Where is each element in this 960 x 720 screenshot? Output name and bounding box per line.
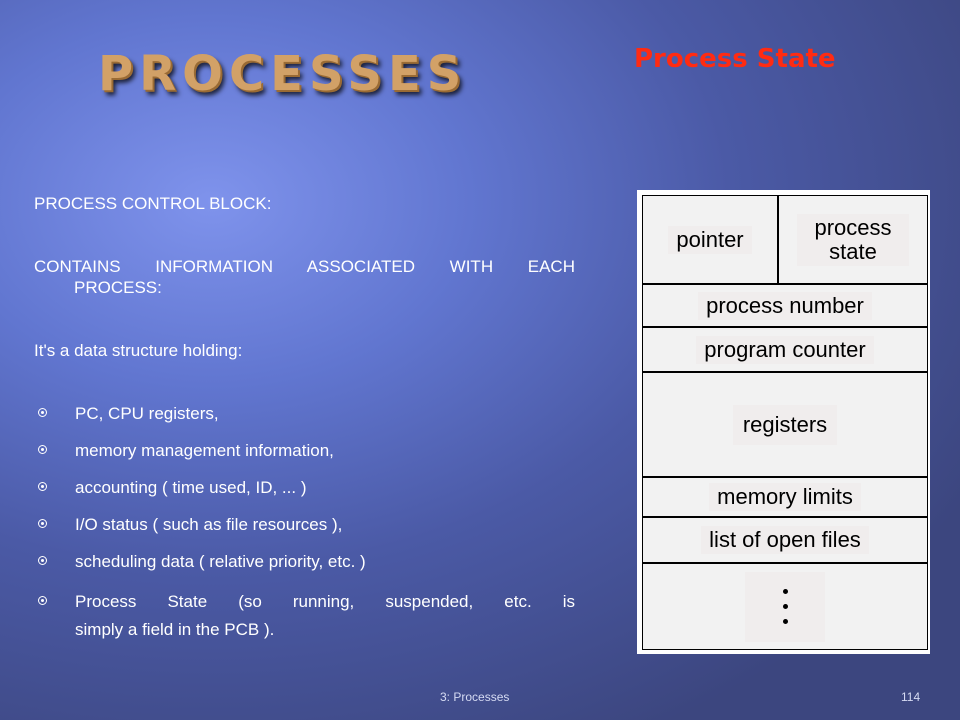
pcb-cell-pointer: pointer bbox=[643, 196, 779, 283]
pcb-heading: PROCESS CONTROL BLOCK: bbox=[34, 194, 272, 213]
bullet-text-line-2: simply a field in the PCB ). bbox=[75, 620, 275, 639]
bullet-icon bbox=[38, 408, 47, 417]
slide-title: PROCESSES bbox=[98, 46, 468, 102]
list-item: I/O status ( such as file resources ), bbox=[34, 514, 575, 535]
list-item: PC, CPU registers, bbox=[34, 403, 575, 424]
contains-line-1: CONTAINS INFORMATION ASSOCIATED WITH EAC… bbox=[34, 257, 575, 276]
list-item: scheduling data ( relative priority, etc… bbox=[34, 551, 575, 572]
pcb-row-registers: registers bbox=[643, 373, 927, 478]
pointer-label: pointer bbox=[668, 225, 752, 254]
bullet-icon bbox=[38, 556, 47, 565]
pcb-row-memory-limits: memory limits bbox=[643, 478, 927, 518]
section-subtitle: Process State bbox=[634, 44, 836, 74]
bullet-icon bbox=[38, 482, 47, 491]
bullet-text: accounting ( time used, ID, ... ) bbox=[75, 478, 307, 497]
pcb-row-more bbox=[643, 564, 927, 649]
memory-limits-label: memory limits bbox=[709, 483, 861, 511]
list-item: memory management information, bbox=[34, 440, 575, 461]
bullet-icon bbox=[38, 519, 47, 528]
process-control-block-diagram: pointer process state process number pro… bbox=[637, 190, 930, 654]
data-structure-intro: It's a data structure holding: bbox=[34, 341, 243, 360]
bullet-text: memory management information, bbox=[75, 441, 334, 460]
pcb-row-program-counter: program counter bbox=[643, 328, 927, 373]
bullet-icon bbox=[38, 596, 47, 605]
pcb-frame: pointer process state process number pro… bbox=[642, 195, 928, 650]
pcb-row-pointer-state: pointer process state bbox=[643, 196, 927, 285]
bullet-text: I/O status ( such as file resources ), bbox=[75, 515, 343, 534]
registers-label: registers bbox=[732, 404, 838, 445]
bullet-list: PC, CPU registers, memory management inf… bbox=[34, 403, 575, 644]
list-item: accounting ( time used, ID, ... ) bbox=[34, 477, 575, 498]
pcb-row-process-number: process number bbox=[643, 285, 927, 328]
process-number-label: process number bbox=[698, 291, 872, 320]
bullet-text: scheduling data ( relative priority, etc… bbox=[75, 552, 366, 571]
contains-line-2: PROCESS: bbox=[74, 278, 162, 297]
body-text: PROCESS CONTROL BLOCK: CONTAINS INFORMAT… bbox=[34, 193, 575, 644]
page-number: 114 bbox=[901, 690, 921, 704]
bullet-text-line-1: Process State (so running, suspended, et… bbox=[75, 592, 575, 611]
bullet-icon bbox=[38, 445, 47, 454]
pcb-cell-process-state: process state bbox=[779, 196, 927, 283]
open-files-label: list of open files bbox=[701, 526, 869, 554]
footer-section-label: 3: Processes bbox=[440, 690, 510, 704]
list-item: Process State (so running, suspended, et… bbox=[34, 588, 575, 644]
pcb-row-open-files: list of open files bbox=[643, 518, 927, 564]
dot-icon bbox=[782, 619, 788, 624]
ellipsis-icon bbox=[745, 571, 825, 642]
bullet-text: PC, CPU registers, bbox=[75, 404, 219, 423]
dot-icon bbox=[782, 604, 788, 609]
dot-icon bbox=[782, 589, 788, 594]
process-state-label: process state bbox=[797, 213, 909, 266]
program-counter-label: program counter bbox=[696, 335, 874, 364]
